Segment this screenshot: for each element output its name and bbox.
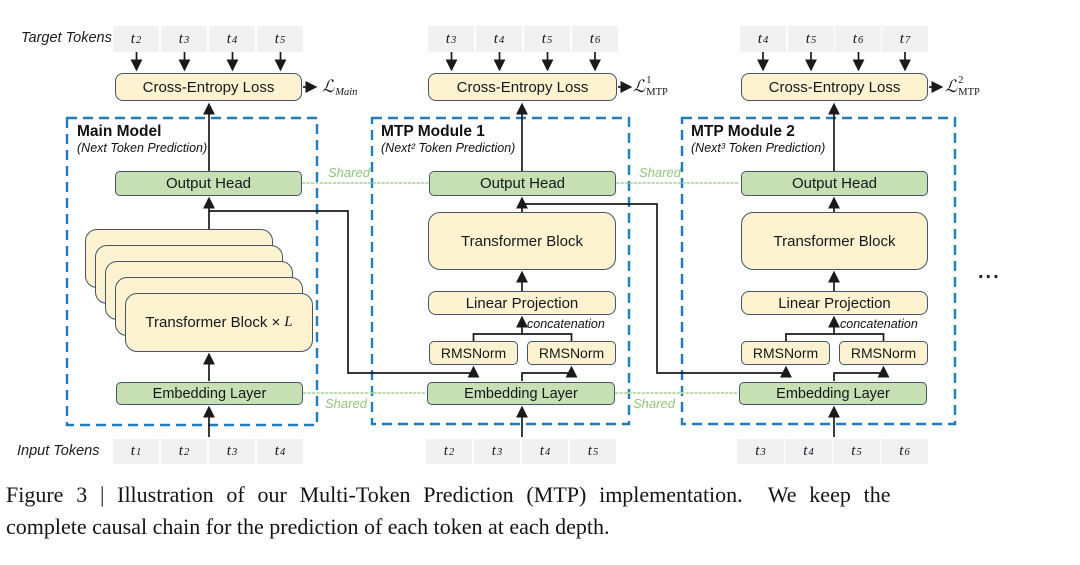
embedding-layer-box: Embedding Layer <box>739 382 927 405</box>
linear-projection-box: Linear Projection <box>428 291 616 315</box>
rmsnorm-left-box: RMSNorm <box>429 341 518 365</box>
output-head-box: Output Head <box>741 171 928 196</box>
module-title-main: Main Model (Next Token Prediction) <box>77 123 208 155</box>
cross-entropy-loss-box: Cross-Entropy Loss <box>741 73 928 101</box>
mtp2-dashed-border <box>680 116 957 426</box>
input-tokens-label: Input Tokens <box>17 443 100 459</box>
concat-rail <box>472 333 573 341</box>
main-model-dashed-border <box>65 116 319 427</box>
cross-entropy-loss-box: Cross-Entropy Loss <box>115 73 302 101</box>
ellipsis-label: ... <box>978 261 1001 283</box>
target-tokens-label: Target Tokens <box>21 30 112 46</box>
rmsnorm-right-box: RMSNorm <box>839 341 928 365</box>
transformer-block-stack-front: Transformer Block ×L <box>125 293 313 352</box>
module-title-mtp1: MTP Module 1 (Next² Token Prediction) <box>381 123 516 155</box>
loss-label-main: ℒ Main <box>322 77 358 98</box>
concat-rail <box>785 333 885 341</box>
output-head-box: Output Head <box>429 171 616 196</box>
transformer-block-box: Transformer Block <box>741 212 928 270</box>
shared-label: Shared <box>328 165 370 180</box>
shared-label: Shared <box>639 165 681 180</box>
linear-projection-box: Linear Projection <box>741 291 928 315</box>
figure-caption: Figure 3 | Illustration of our Multi-Tok… <box>6 479 1066 543</box>
rmsnorm-left-box: RMSNorm <box>741 341 830 365</box>
module-title-mtp2: MTP Module 2 (Next³ Token Prediction) <box>691 123 826 155</box>
shared-label: Shared <box>633 396 675 411</box>
figure-caption-line1: Figure 3 | Illustration of our Multi-Tok… <box>6 482 891 507</box>
concatenation-label: concatenation <box>840 317 918 331</box>
rmsnorm-right-box: RMSNorm <box>527 341 616 365</box>
shared-label: Shared <box>325 396 367 411</box>
cross-entropy-loss-box: Cross-Entropy Loss <box>428 73 617 101</box>
arrow <box>833 365 890 381</box>
branch-main-to-mtp1 <box>209 210 480 378</box>
branch-mtp1-to-mtp2 <box>522 203 792 378</box>
arrow <box>521 365 578 381</box>
concatenation-label: concatenation <box>527 317 605 331</box>
transformer-block-box: Transformer Block <box>428 212 616 270</box>
embedding-layer-box: Embedding Layer <box>427 382 615 405</box>
mtp1-dashed-border <box>370 116 631 426</box>
embedding-layer-box: Embedding Layer <box>116 382 303 405</box>
figure-caption-line2: complete causal chain for the prediction… <box>6 514 610 539</box>
output-head-box: Output Head <box>115 171 302 196</box>
